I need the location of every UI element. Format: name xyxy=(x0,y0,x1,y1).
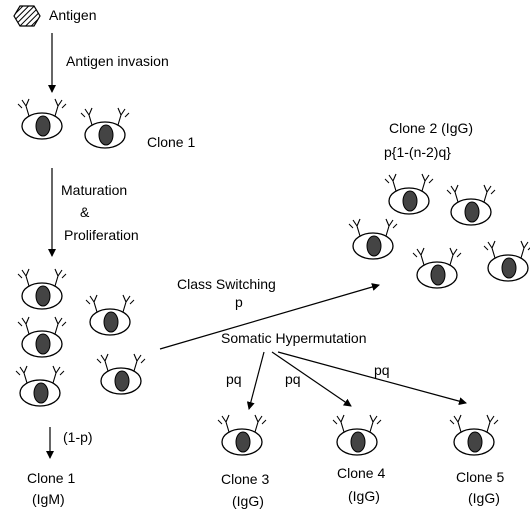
b-cell-prolif-2 xyxy=(17,316,67,358)
igm-label: (IgM) xyxy=(32,491,65,507)
b-cell-prolif-1 xyxy=(17,268,67,310)
clone2-label: Clone 2 (IgG) xyxy=(389,120,473,136)
clone3-label: Clone 3 xyxy=(221,471,269,487)
clone1-bottom-label: Clone 1 xyxy=(27,470,75,486)
class-switching-label: Class Switching xyxy=(177,276,276,292)
p-label: p xyxy=(235,294,243,310)
b-cell-clone1-a xyxy=(17,98,67,140)
somatic-hypermutation-label: Somatic Hypermutation xyxy=(221,330,367,346)
b-cell-clone2-1 xyxy=(384,173,434,215)
b-cell-clone2-4 xyxy=(412,247,462,289)
clone4-label: Clone 4 xyxy=(337,465,385,481)
clone5-type: (IgG) xyxy=(468,490,500,506)
mutation-arrow-clone3 xyxy=(246,351,265,410)
b-cell-prolif-5 xyxy=(96,353,146,395)
class-switching-arrow xyxy=(159,283,380,350)
pq-mid-label: pq xyxy=(285,371,301,387)
b-cell-prolif-4 xyxy=(85,294,135,336)
antigen-label: Antigen xyxy=(49,7,96,23)
b-cell-clone3 xyxy=(217,414,267,456)
clone3-type: (IgG) xyxy=(232,493,264,509)
antigen-icon xyxy=(13,5,41,27)
clone4-type: (IgG) xyxy=(348,488,380,504)
b-cell-clone5 xyxy=(449,414,499,456)
pq-left-label: pq xyxy=(226,371,242,387)
mutation-arrow-clone5 xyxy=(277,351,467,406)
clone5-label: Clone 5 xyxy=(456,469,504,485)
b-cell-clone2-5 xyxy=(483,240,530,282)
b-cell-prolif-3 xyxy=(15,365,65,407)
b-cell-clone2-3 xyxy=(348,218,398,260)
maturation-label: Maturation xyxy=(61,182,127,198)
proliferation-label: Proliferation xyxy=(64,227,139,243)
clone2-formula: p{1-(n-2)q} xyxy=(384,144,451,160)
b-cell-clone2-2 xyxy=(446,184,496,226)
b-cell-clone4 xyxy=(332,414,382,456)
pq-right-label: pq xyxy=(374,362,390,378)
b-cell-clone1-b xyxy=(80,107,130,149)
antigen-invasion-label: Antigen invasion xyxy=(66,53,169,69)
clone1-top-label: Clone 1 xyxy=(147,134,195,150)
one-minus-p-label: (1-p) xyxy=(63,429,93,445)
mutation-arrow-clone4 xyxy=(271,351,352,407)
ampersand-label: & xyxy=(80,204,90,220)
